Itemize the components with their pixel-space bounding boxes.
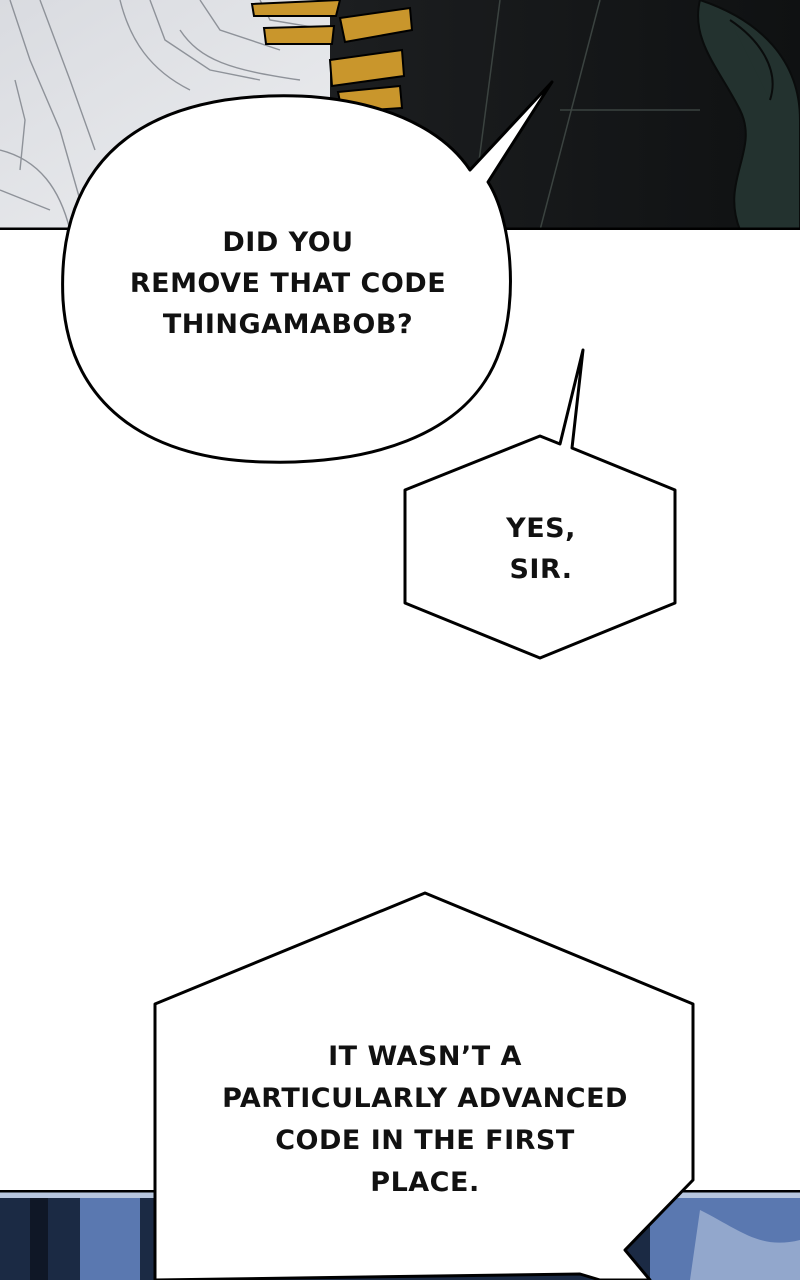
window-frame-left [30, 1198, 48, 1280]
bubble-2-text: YES, SIR. [410, 508, 672, 590]
window-pane-left [80, 1198, 140, 1280]
bubble-3-line-2: PARTICULARLY ADVANCED [222, 1083, 628, 1114]
bubble-1-line-1: DID YOU [222, 227, 354, 258]
bubble-1-line-3: THINGAMABOB? [162, 309, 414, 340]
foliage [697, 0, 800, 230]
speech-bubble-3 [153, 891, 695, 1280]
light-glow [690, 1210, 800, 1280]
bubble-3-line-1: IT WASN’T A [328, 1041, 522, 1072]
bubble-3-line-4: PLACE. [370, 1167, 480, 1198]
bubble-3-line-3: CODE IN THE FIRST [275, 1125, 575, 1156]
speech-bubble-2 [403, 348, 677, 660]
bubble-1-text: DID YOU REMOVE THAT CODE THINGAMABOB? [80, 222, 496, 345]
bubble-2-line-2: SIR. [509, 554, 573, 585]
bubble-3-text: IT WASN’T A PARTICULARLY ADVANCED CODE I… [160, 1036, 690, 1204]
bubble-2-line-1: YES, [506, 513, 576, 544]
speech-bubble-1 [61, 80, 554, 464]
bubble-1-line-2: REMOVE THAT CODE [129, 268, 447, 299]
